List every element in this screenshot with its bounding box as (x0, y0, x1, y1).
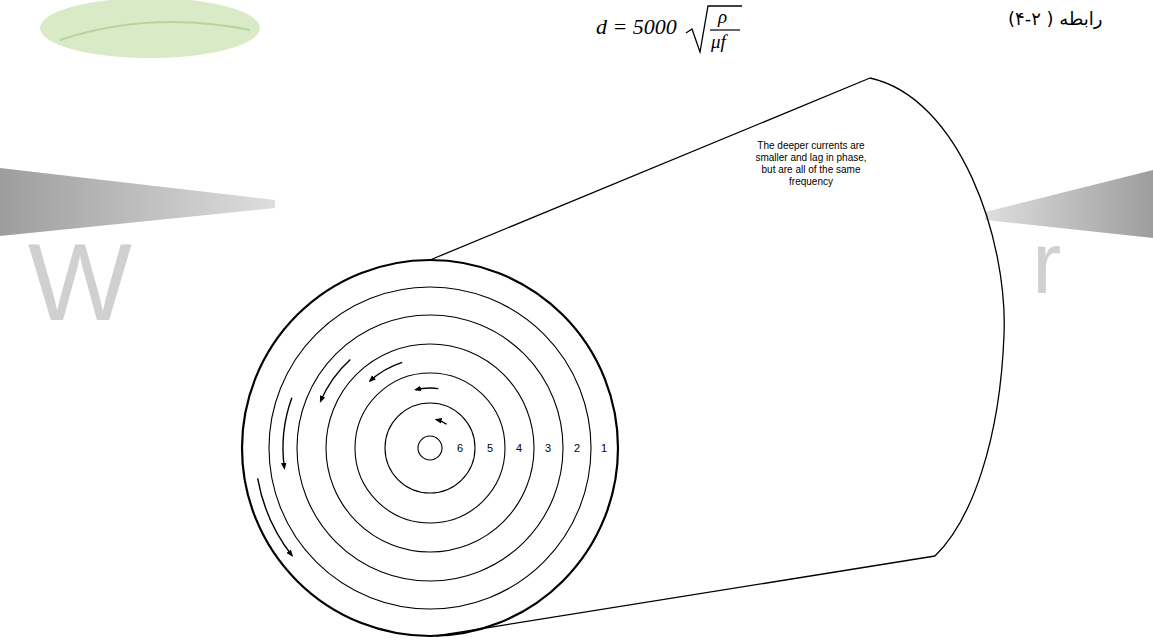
current-ring (269, 287, 591, 609)
current-ring (297, 315, 563, 581)
fraction-bar (710, 29, 740, 30)
cylinder-edge (430, 78, 870, 260)
current-arrow (258, 478, 292, 555)
formula-symbol: ρ (718, 6, 727, 28)
current-arrow (320, 360, 350, 402)
ring-number: 6 (457, 442, 463, 454)
equation-number: رابطه ( ۲-۴) (1008, 8, 1102, 29)
watermark-letter: W (28, 218, 132, 345)
current-ring (242, 260, 618, 636)
current-arrows (258, 360, 447, 556)
current-ring (355, 373, 505, 523)
watermark-leaf (40, 0, 260, 58)
current-arrow (283, 398, 292, 469)
current-arrow (436, 420, 447, 425)
watermark-leaf-vein (60, 22, 250, 40)
formula-text: d = 5000 (596, 14, 677, 40)
watermark-letter: r (1032, 212, 1061, 314)
current-arrow (370, 362, 402, 381)
cylinder-end (870, 78, 1004, 556)
ring-number: 3 (545, 442, 551, 454)
current-ring (418, 436, 442, 460)
note-text: The deeper currents are smaller and lag … (752, 140, 870, 188)
current-ring (385, 403, 475, 493)
ring-number: 1 (601, 442, 607, 454)
formula-symbol: μf (711, 31, 726, 53)
current-rings (242, 260, 618, 636)
current-arrow (415, 388, 438, 390)
radical-sign (686, 6, 742, 52)
watermark-band (985, 170, 1153, 238)
current-ring (326, 344, 534, 552)
ring-number: 2 (574, 442, 580, 454)
ring-number: 5 (487, 442, 493, 454)
cylinder-edge (436, 556, 935, 636)
ring-number: 4 (516, 442, 522, 454)
